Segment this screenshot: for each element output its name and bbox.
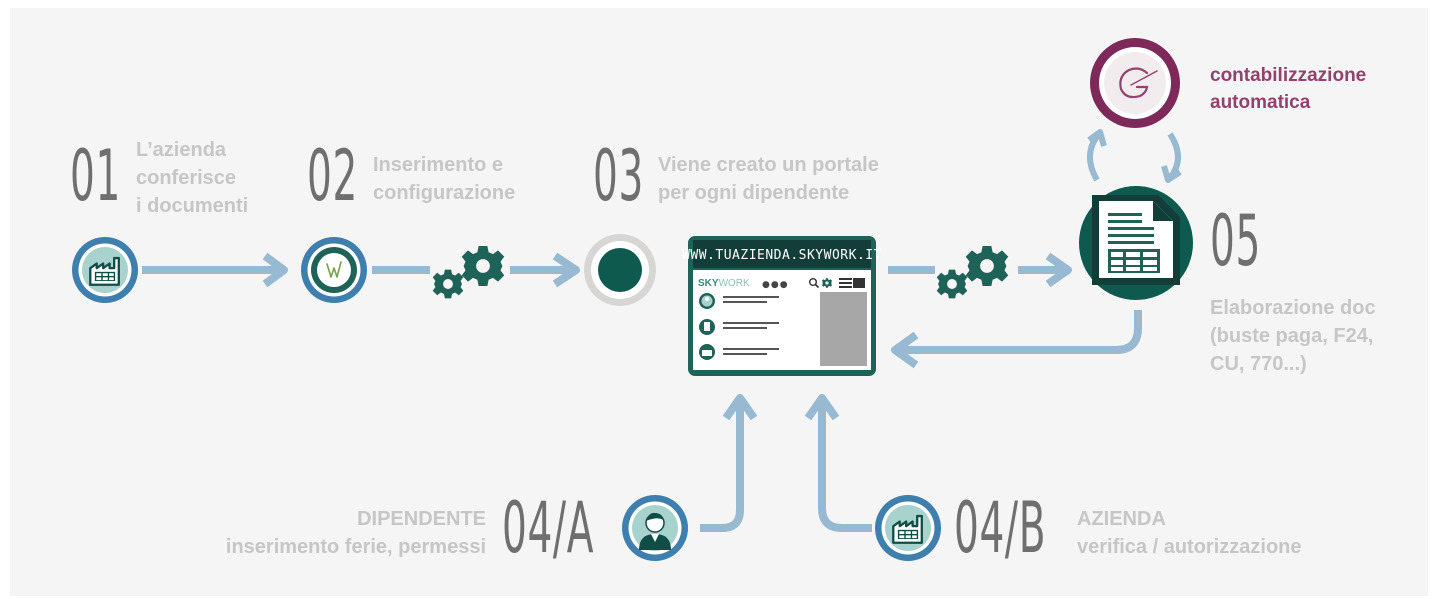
diagram-canvas: WWW.TUAZIENDA.SKYWORK.IT SKYWORK ●●● bbox=[10, 8, 1428, 596]
step-05-line-3: CU, 770...) bbox=[1210, 353, 1307, 375]
step-01-line-1: L’azienda bbox=[136, 139, 227, 161]
step-number-02: 02 bbox=[307, 135, 358, 217]
accounting-line-1: contabilizzazione bbox=[1210, 65, 1367, 86]
arrow-04b-to-portal bbox=[818, 400, 872, 532]
g-logo-icon bbox=[1090, 38, 1180, 128]
step-03-line-2: per ogni dipendente bbox=[658, 182, 850, 204]
portal-row-document[interactable] bbox=[699, 319, 779, 335]
step-03-line-1: Viene creato un portale bbox=[658, 154, 879, 176]
portal-logo-work: WORK bbox=[719, 278, 750, 289]
menu-icon[interactable] bbox=[839, 278, 865, 288]
step-04b-line-1: AZIENDA bbox=[1077, 508, 1166, 530]
factory-icon-04b bbox=[875, 495, 941, 561]
step-05-text: Elaborazione doc (buste paga, F24, CU, 7… bbox=[1210, 294, 1376, 378]
arrow-05-to-portal bbox=[900, 310, 1142, 354]
employee-icon bbox=[622, 495, 688, 561]
workflow-diagram: WWW.TUAZIENDA.SKYWORK.IT SKYWORK ●●● bbox=[72, 38, 1193, 561]
step-number-01: 01 bbox=[70, 135, 121, 217]
step-05-line-1: Elaborazione doc bbox=[1210, 297, 1376, 319]
step-01-line-3: i documenti bbox=[136, 195, 249, 217]
connector-arrows bbox=[142, 129, 1182, 532]
portal-url: WWW.TUAZIENDA.SKYWORK.IT bbox=[682, 248, 882, 263]
portal-row-employee[interactable] bbox=[699, 293, 779, 309]
factory-icon bbox=[72, 237, 138, 303]
svg-text:SKYWORK: SKYWORK bbox=[698, 278, 750, 289]
arrow-04a-to-portal bbox=[700, 400, 744, 532]
step-number-05: 05 bbox=[1210, 200, 1261, 282]
portal-row-company[interactable] bbox=[699, 344, 779, 360]
search-icon[interactable] bbox=[809, 278, 820, 289]
step-04b-line-2: verifica / autorizzazione bbox=[1077, 536, 1302, 558]
accounting-line-2: automatica bbox=[1210, 92, 1311, 113]
portal-window: WWW.TUAZIENDA.SKYWORK.IT SKYWORK ●●● bbox=[682, 236, 882, 376]
gears-icon-1 bbox=[432, 246, 505, 299]
step-number-04a: 04/A bbox=[502, 487, 595, 569]
step-02-line-2: configurazione bbox=[373, 182, 516, 204]
step-number-03: 03 bbox=[593, 135, 644, 217]
step-05-line-2: (buste paga, F24, bbox=[1210, 325, 1374, 347]
step-03-text: Viene creato un portale per ogni dipende… bbox=[658, 151, 879, 207]
portal-menu-dots: ●●● bbox=[762, 280, 789, 290]
gears-icon-2 bbox=[936, 246, 1009, 299]
w-logo-icon bbox=[301, 237, 367, 303]
gear-icon[interactable] bbox=[821, 278, 833, 288]
step-04a-text: DIPENDENTE inserimento ferie, permessi bbox=[226, 505, 486, 561]
step-04a-line-2: inserimento ferie, permessi bbox=[225, 536, 486, 558]
accounting-text: contabilizzazione automatica bbox=[1210, 62, 1366, 116]
step-01-text: L’azienda conferisce i documenti bbox=[136, 136, 248, 220]
step-04a-line-1: DIPENDENTE bbox=[357, 508, 486, 530]
document-icon bbox=[1079, 186, 1193, 300]
step-02-line-1: Inserimento e bbox=[373, 154, 504, 176]
step-02-text: Inserimento e configurazione bbox=[373, 151, 515, 207]
portal-logo-sky: SKY bbox=[698, 278, 719, 289]
step-01-line-2: conferisce bbox=[136, 167, 237, 189]
portal-dot-icon bbox=[584, 234, 656, 306]
step-number-04b: 04/B bbox=[954, 487, 1047, 569]
step-04b-text: AZIENDA verifica / autorizzazione bbox=[1077, 505, 1302, 561]
